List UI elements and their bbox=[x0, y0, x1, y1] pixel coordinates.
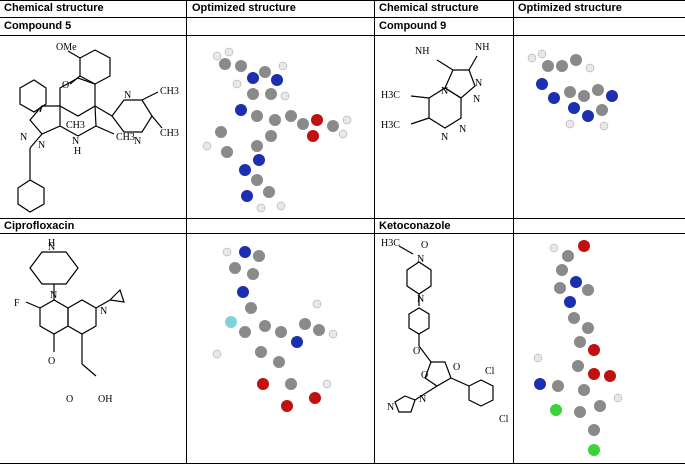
label-compound-5: Compound 5 bbox=[4, 20, 72, 32]
svg-text:N: N bbox=[134, 136, 141, 147]
svg-text:OH: OH bbox=[98, 394, 112, 405]
svg-text:N: N bbox=[100, 306, 107, 317]
ciprofloxacin-optimized-structure bbox=[212, 246, 338, 412]
column-divider-3 bbox=[513, 0, 514, 464]
svg-text:H3C: H3C bbox=[381, 120, 400, 131]
label-ketoconazole: Ketoconazole bbox=[379, 220, 451, 232]
header-chemical-structure-right: Chemical structure bbox=[379, 2, 479, 14]
svg-text:O: O bbox=[48, 356, 55, 367]
svg-text:Cl: Cl bbox=[485, 366, 495, 377]
header-optimized-structure-right: Optimized structure bbox=[518, 2, 622, 14]
compound-5-chemical-structure: OMe O CH3 N N CH3 N N CH3 N H CH3 bbox=[17, 42, 179, 213]
svg-text:O: O bbox=[421, 240, 428, 251]
svg-text:O: O bbox=[421, 370, 428, 381]
svg-text:O: O bbox=[413, 346, 420, 357]
svg-text:H: H bbox=[48, 238, 55, 249]
svg-text:O: O bbox=[62, 80, 69, 91]
ciprofloxacin-chemical-structure: N H F N N O O OH bbox=[14, 238, 125, 405]
label-compound-9: Compound 9 bbox=[379, 20, 447, 32]
svg-text:NH: NH bbox=[475, 42, 489, 53]
column-divider-2 bbox=[374, 0, 375, 464]
column-divider-1 bbox=[186, 0, 187, 464]
svg-text:N: N bbox=[473, 94, 480, 105]
header-optimized-structure-left: Optimized structure bbox=[192, 2, 296, 14]
header-chemical-structure-left: Chemical structure bbox=[4, 2, 104, 14]
svg-text:N: N bbox=[441, 132, 448, 143]
svg-text:CH3: CH3 bbox=[160, 128, 179, 139]
row-divider bbox=[0, 218, 685, 219]
svg-text:H3C: H3C bbox=[381, 238, 400, 249]
ketoconazole-chemical-structure: H3C O N N O O O Cl N N Cl bbox=[381, 238, 509, 425]
svg-text:CH3: CH3 bbox=[160, 86, 179, 97]
svg-text:N: N bbox=[48, 242, 55, 253]
svg-text:N: N bbox=[417, 254, 424, 265]
label-ciprofloxacin: Ciprofloxacin bbox=[4, 220, 75, 232]
header-divider bbox=[0, 17, 685, 18]
svg-text:H3C: H3C bbox=[381, 90, 400, 101]
svg-text:NH: NH bbox=[415, 46, 429, 57]
svg-text:N: N bbox=[417, 294, 424, 305]
svg-text:N: N bbox=[475, 78, 482, 89]
svg-text:N: N bbox=[72, 136, 79, 147]
svg-text:N: N bbox=[20, 132, 27, 143]
svg-text:OMe: OMe bbox=[56, 42, 77, 53]
svg-text:CH3: CH3 bbox=[116, 132, 135, 143]
svg-text:N: N bbox=[124, 90, 131, 101]
compound-9-chemical-structure: NH NH N N N H3C H3C N N bbox=[381, 42, 489, 143]
svg-text:O: O bbox=[453, 362, 460, 373]
svg-text:N: N bbox=[441, 86, 448, 97]
row2-label-divider bbox=[0, 233, 685, 234]
svg-text:F: F bbox=[14, 298, 20, 309]
compound-9-optimized-structure bbox=[527, 49, 618, 131]
svg-text:N: N bbox=[459, 124, 466, 135]
ketoconazole-optimized-structure bbox=[533, 240, 623, 456]
svg-text:CH3: CH3 bbox=[66, 120, 85, 131]
compound-5-optimized-structure bbox=[202, 47, 352, 213]
svg-text:N: N bbox=[419, 394, 426, 405]
row1-label-divider bbox=[0, 35, 685, 36]
svg-text:H: H bbox=[74, 146, 81, 157]
svg-text:N: N bbox=[38, 140, 45, 151]
svg-text:Cl: Cl bbox=[499, 414, 509, 425]
top-border bbox=[0, 0, 685, 1]
svg-text:O: O bbox=[66, 394, 73, 405]
svg-text:N: N bbox=[387, 402, 394, 413]
svg-text:N: N bbox=[50, 290, 57, 301]
